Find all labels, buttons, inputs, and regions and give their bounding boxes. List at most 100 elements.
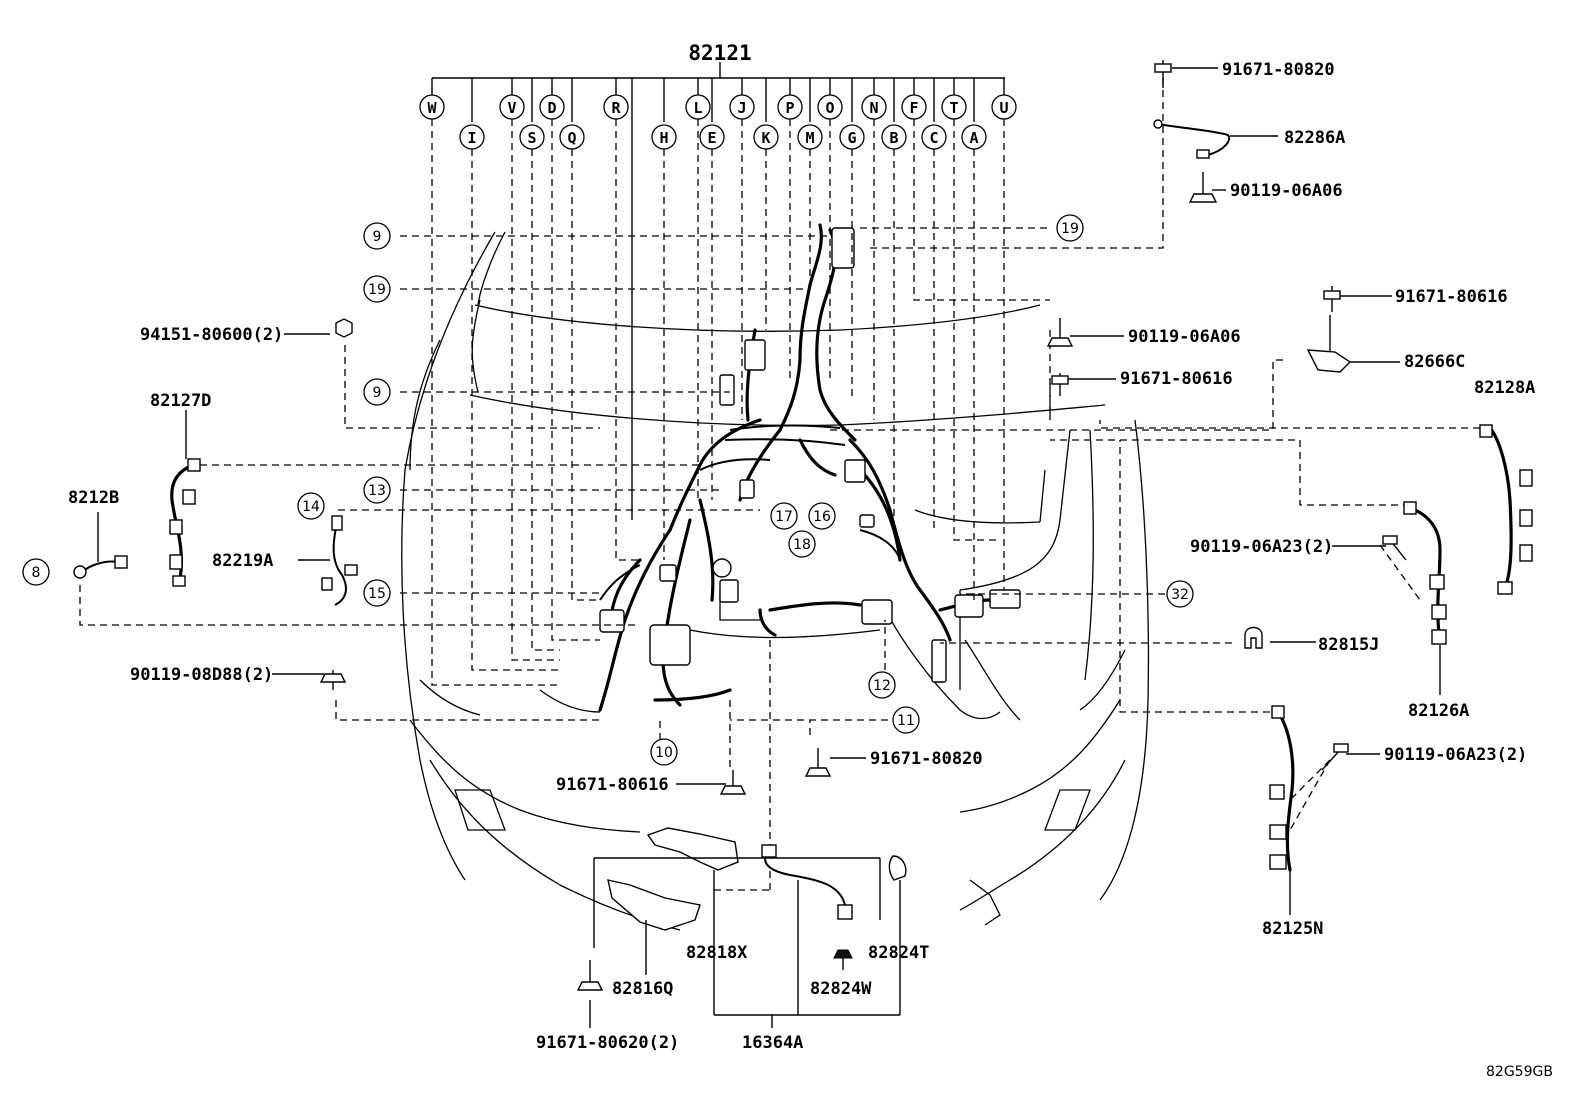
- label-82824W: 82824W: [810, 979, 872, 999]
- bolt-icon: [1321, 743, 1349, 771]
- connector-h-label: H: [651, 124, 677, 150]
- label-94151-80600: 94151-80600(2): [140, 325, 283, 345]
- label-82127D: 82127D: [150, 391, 211, 411]
- svg-text:Q: Q: [567, 129, 576, 147]
- callout-18: 18: [788, 530, 816, 558]
- connector-r-label: R: [603, 94, 629, 120]
- label-91671-80820-lower: 91671-80820: [870, 749, 983, 769]
- label-91671-80616-mid: 91671-80616: [1120, 369, 1233, 389]
- label-leader-lines: [272, 67, 1392, 1028]
- bolt-icon: [1051, 373, 1069, 396]
- callout-32: 32: [1166, 580, 1194, 608]
- callout-13: 13: [363, 476, 391, 504]
- connector-leader-lines: [79, 66, 1480, 845]
- svg-text:15: 15: [368, 586, 386, 602]
- svg-text:C: C: [929, 129, 938, 147]
- label-82126A: 82126A: [1408, 701, 1469, 721]
- bolt-icon: [719, 770, 747, 795]
- nut-icon: [335, 318, 353, 338]
- label-82816Q: 82816Q: [612, 979, 673, 999]
- bolt-icon: [1154, 60, 1172, 88]
- label-82121: 82121: [688, 41, 751, 65]
- svg-text:V: V: [507, 99, 516, 117]
- callout-19-left: 19: [363, 275, 391, 303]
- connector-i-label: I: [459, 124, 485, 150]
- svg-text:L: L: [693, 99, 702, 117]
- svg-text:A: A: [969, 129, 978, 147]
- svg-text:D: D: [547, 99, 556, 117]
- connector-q-label: Q: [559, 124, 585, 150]
- bolt-icon: [1046, 318, 1074, 347]
- label-91671-80820-top: 91671-80820: [1222, 60, 1335, 80]
- callout-11: 11: [892, 706, 920, 734]
- label-16364A: 16364A: [742, 1033, 803, 1053]
- svg-text:T: T: [949, 99, 958, 117]
- connector-v-label: V: [499, 94, 525, 120]
- svg-text:G: G: [847, 129, 856, 147]
- callout-14: 14: [297, 492, 325, 520]
- callout-9-mid: 9: [363, 378, 391, 406]
- connector-f-label: F: [901, 94, 927, 120]
- label-90119-06A06-top: 90119-06A06: [1230, 181, 1343, 201]
- svg-text:U: U: [999, 99, 1008, 117]
- svg-text:14: 14: [302, 499, 320, 515]
- label-82286A: 82286A: [1284, 128, 1345, 148]
- connector-k-label: K: [753, 124, 779, 150]
- label-82125N: 82125N: [1262, 919, 1323, 939]
- connector-s-label: S: [519, 124, 545, 150]
- svg-text:32: 32: [1171, 587, 1189, 603]
- label-82824T: 82824T: [868, 943, 929, 963]
- svg-text:10: 10: [655, 745, 673, 761]
- car-body-outline: [401, 231, 1150, 931]
- part-labels: 82121 91671-80820 82286A 90119-06A06 916…: [68, 41, 1553, 1080]
- callout-15: 15: [363, 579, 391, 607]
- svg-text:H: H: [659, 129, 668, 147]
- bolt-icon: [1323, 286, 1341, 312]
- callout-19-right: 19: [1056, 214, 1084, 242]
- bolt-icon: [1188, 172, 1218, 203]
- svg-text:9: 9: [373, 229, 382, 245]
- svg-text:O: O: [825, 99, 834, 117]
- bolt-icon: [804, 748, 832, 777]
- connector-g-label: G: [839, 124, 865, 150]
- svg-text:18: 18: [793, 537, 811, 553]
- svg-text:W: W: [427, 99, 437, 117]
- label-91671-80616-lower: 91671-80616: [556, 775, 669, 795]
- callout-12: 12: [868, 671, 896, 699]
- label-91671-80616-right: 91671-80616: [1395, 287, 1508, 307]
- label-82219A: 82219A: [212, 551, 273, 571]
- connector-o-label: O: [817, 94, 843, 120]
- part-drawings: [73, 60, 1533, 1028]
- label-90119-06A23-lower: 90119-06A23(2): [1384, 745, 1527, 765]
- connector-m-label: M: [797, 124, 823, 150]
- label-82818X: 82818X: [686, 943, 748, 963]
- callout-17: 17: [770, 502, 798, 530]
- svg-text:19: 19: [368, 282, 386, 298]
- label-82128A: 82128A: [1474, 378, 1535, 398]
- callout-9-top: 9: [363, 222, 391, 250]
- connector-n-label: N: [861, 94, 887, 120]
- number-callouts: 9 19 9 13 14 15 8 17 16 18 32 12 11 10 1…: [22, 214, 1194, 766]
- connector-letter-circles: W V D R L J P O N F T U I S Q H E K M G …: [419, 94, 1017, 150]
- svg-text:12: 12: [873, 678, 891, 694]
- connector-e-label: E: [699, 124, 725, 150]
- callout-10: 10: [650, 738, 678, 766]
- callout-8: 8: [22, 558, 50, 586]
- callout-16: 16: [808, 502, 836, 530]
- label-82666C: 82666C: [1404, 352, 1465, 372]
- connector-a-label: A: [961, 124, 987, 150]
- svg-text:19: 19: [1061, 221, 1079, 237]
- diagram-reference-code: 82G59GB: [1486, 1064, 1553, 1080]
- bolt-icon: [576, 960, 604, 991]
- svg-text:B: B: [889, 129, 898, 147]
- connector-b-label: B: [881, 124, 907, 150]
- connector-p-label: P: [777, 94, 803, 120]
- connector-d-label: D: [539, 94, 565, 120]
- svg-text:J: J: [737, 99, 746, 117]
- svg-text:16: 16: [813, 509, 831, 525]
- svg-text:P: P: [785, 99, 794, 117]
- label-90119-06A23-upper: 90119-06A23(2): [1190, 537, 1333, 557]
- label-8212B: 8212B: [68, 488, 119, 508]
- label-91671-80620: 91671-80620(2): [536, 1033, 679, 1053]
- bolt-icon: [1382, 535, 1407, 561]
